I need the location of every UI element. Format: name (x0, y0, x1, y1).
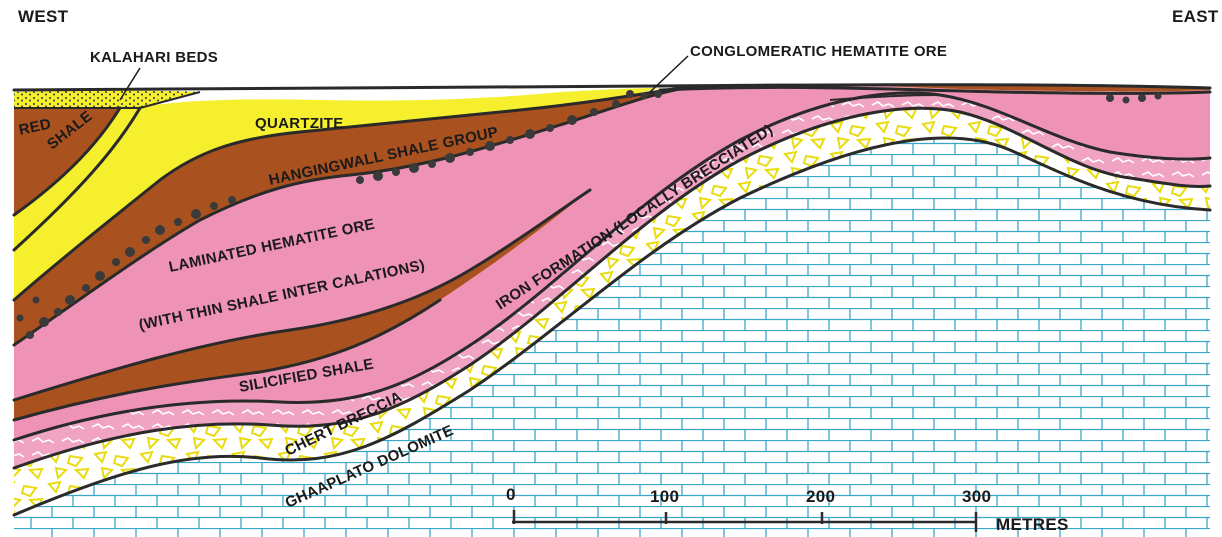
scale-label-0: 0 (506, 485, 516, 504)
ghaaplato-dolomite-layer (14, 137, 1210, 537)
red-shale-layer (14, 108, 120, 215)
scale-label-100: 100 (650, 487, 679, 506)
contact-ironformation-chert (12, 91, 1212, 442)
contact-chert-breccia (12, 106, 1212, 470)
ground-surface (12, 83, 1212, 92)
kalahari-leader (119, 67, 141, 101)
contact-east-lens (829, 94, 941, 101)
contact-red-quartzite (12, 106, 122, 217)
conglomeratic-ore-label: CONGLOMERATIC HEMATITE ORE (690, 43, 947, 60)
kalahari-beds-label: KALAHARI BEDS (90, 49, 218, 66)
scale-label-200: 200 (806, 487, 835, 506)
conglomerate-dots (16, 90, 1162, 339)
scale-unit-label: METRES (996, 515, 1069, 534)
red-shale-yellow-lens (14, 108, 140, 250)
quartzite-layer (14, 88, 660, 300)
contact-upper-pink (658, 85, 1212, 95)
silicified-shale-layer (14, 190, 590, 420)
chert-band (14, 92, 1210, 469)
contact-silicified-base (12, 298, 442, 422)
contact-breccia-dolomite (12, 136, 1212, 517)
scale-label-300: 300 (962, 487, 991, 506)
east-label: EAST (1172, 7, 1219, 26)
conglomeratic-leader (649, 55, 689, 93)
contact-silicified-top (12, 188, 592, 402)
west-label: WEST (18, 7, 69, 26)
scale-bar: 0 100 200 300 METRES (506, 485, 1069, 534)
contact-quartzite-lens (12, 106, 142, 252)
red-label: RED (17, 116, 52, 139)
east-cap (660, 83, 1210, 92)
quartzite-label: QUARTZITE (255, 115, 344, 132)
hangingwall-shale-layer (14, 86, 700, 345)
contact-shale-ore (12, 84, 702, 347)
contact-quartzite-shale (12, 86, 682, 302)
